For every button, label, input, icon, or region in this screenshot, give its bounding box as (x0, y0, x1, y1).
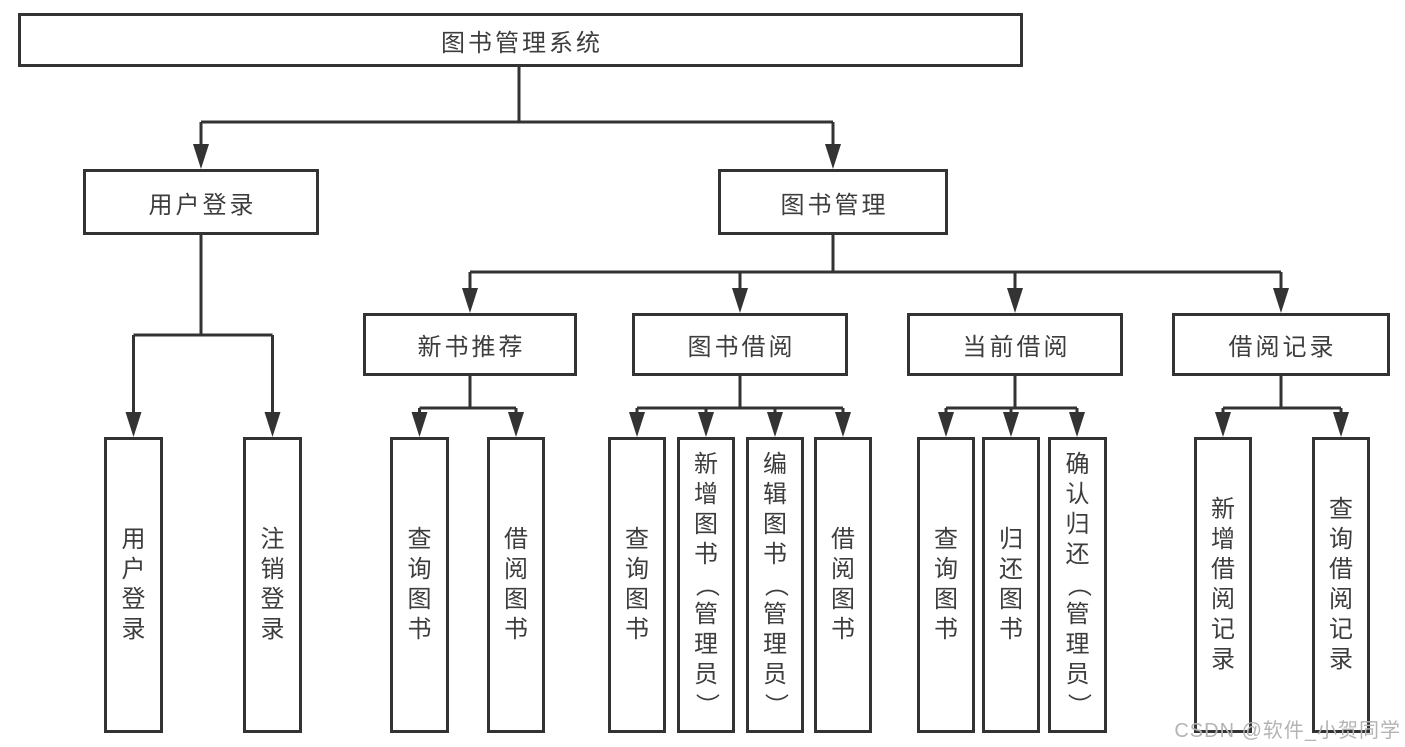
node-leaf-user-login: 用户登录 (104, 437, 163, 733)
node-br-query-borrow-record: 查询借阅记录 (1312, 437, 1370, 733)
node-nr-borrow-books: 借阅图书 (487, 437, 545, 733)
node-bb-query-books: 查询图书 (608, 437, 666, 733)
node-bb-add-books-admin: 新增图书（管理员） (677, 437, 735, 733)
node-book-borrowing: 图书借阅 (632, 313, 848, 376)
node-book-management: 图书管理 (718, 169, 948, 235)
node-new-book-recommendation: 新书推荐 (363, 313, 577, 376)
node-cb-return-books: 归还图书 (982, 437, 1040, 733)
node-bb-edit-books-admin: 编辑图书（管理员） (746, 437, 804, 733)
watermark: CSDN @软件_小贺同学 (1174, 720, 1401, 742)
node-borrowing-records: 借阅记录 (1172, 313, 1390, 376)
node-user-login: 用户登录 (83, 169, 319, 235)
node-cb-confirm-return-admin: 确认归还（管理员） (1048, 437, 1107, 733)
node-bb-borrow-books: 借阅图书 (814, 437, 872, 733)
connector-path (132, 66, 1343, 414)
node-nr-query-books: 查询图书 (390, 437, 449, 733)
node-leaf-logout: 注销登录 (243, 437, 302, 733)
node-cb-query-books: 查询图书 (917, 437, 975, 733)
node-current-borrowing: 当前借阅 (907, 313, 1123, 376)
node-br-add-borrow-record: 新增借阅记录 (1194, 437, 1252, 733)
node-library-management-system: 图书管理系统 (18, 13, 1023, 67)
arrowheads (125, 144, 1349, 437)
